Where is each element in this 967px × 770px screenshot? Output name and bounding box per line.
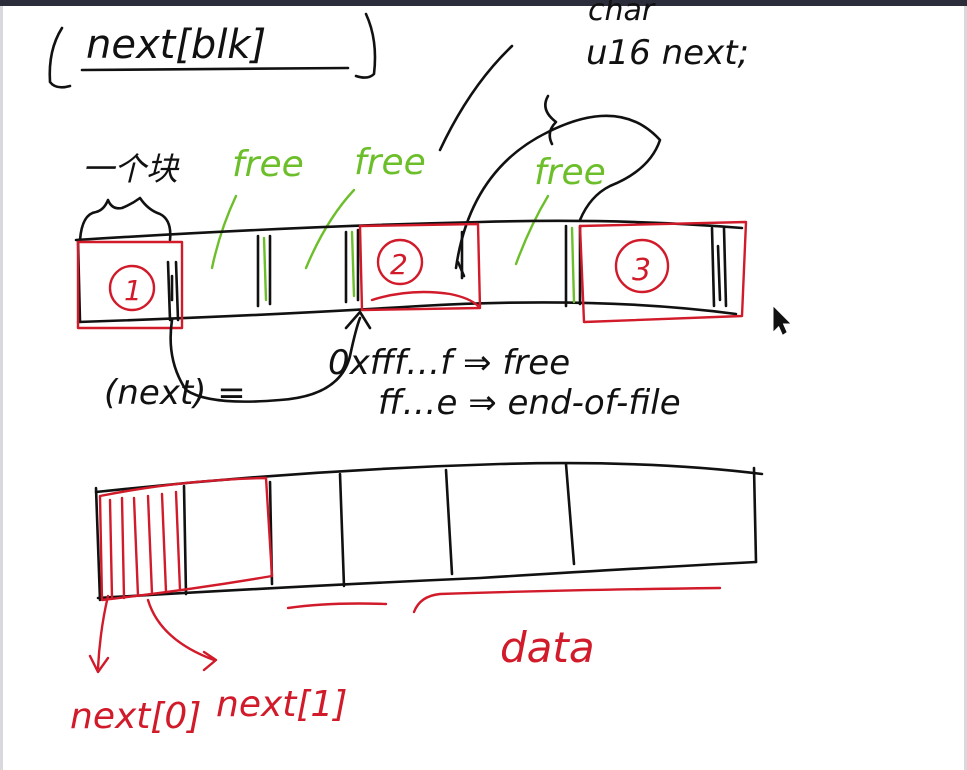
next0-label: next[0] xyxy=(70,696,201,737)
free-slot-2 xyxy=(350,230,356,298)
strip-top-edge xyxy=(74,219,744,242)
block-brace xyxy=(78,196,172,242)
next-link-arrowhead xyxy=(344,310,372,330)
free-slot-3 xyxy=(570,226,576,304)
free-pointer-3 xyxy=(514,194,550,266)
eof-value-label: ff…e ⇒ end-of-file xyxy=(378,383,681,423)
right-window-edge xyxy=(964,6,967,770)
next-table-region xyxy=(98,476,274,602)
data-label: data xyxy=(500,623,595,672)
block-label: 一个块 xyxy=(82,150,180,188)
block-2-scribble xyxy=(370,290,480,308)
pointer-curve-long xyxy=(454,114,662,270)
block-1-next-slot xyxy=(166,260,180,322)
window-top-bar xyxy=(0,0,967,6)
free-slot-1-edge xyxy=(256,234,272,308)
block-2-next-mark xyxy=(456,260,466,278)
block-2-number: 2 xyxy=(390,248,408,281)
data-brace-left xyxy=(286,602,388,610)
next1-arrow xyxy=(146,598,218,672)
next-table-hatch xyxy=(108,490,182,600)
block-3-next-slot xyxy=(710,226,728,308)
free-value-label: 0xfff…f ⇒ free xyxy=(328,343,570,383)
left-window-edge xyxy=(0,6,3,770)
free-label-2: free xyxy=(354,142,426,183)
next0-arrow xyxy=(88,594,110,674)
next1-label: next[1] xyxy=(216,684,347,725)
block-3-box xyxy=(578,220,748,324)
disk-strip-bottom xyxy=(96,560,758,600)
code-line-partial: char xyxy=(588,0,656,28)
free-pointer-2 xyxy=(304,188,356,270)
disk-divider-5 xyxy=(564,462,576,566)
block-1-number: 1 xyxy=(124,274,142,307)
title-box-left-bracket xyxy=(48,26,72,89)
next-eq-label: (next) = xyxy=(104,373,246,413)
title-underline xyxy=(80,66,350,72)
code-line: u16 next; xyxy=(586,33,749,73)
block-2-box xyxy=(358,222,482,312)
disk-strip-right xyxy=(752,466,758,564)
mouse-cursor-icon xyxy=(773,306,791,335)
disk-strip-top xyxy=(94,461,764,494)
title-box-text: next[blk] xyxy=(86,22,266,68)
block-3-number: 3 xyxy=(632,253,651,288)
pointer-curve-top xyxy=(438,44,514,152)
strip-bottom-edge xyxy=(76,301,738,324)
free-slot-1 xyxy=(262,236,268,302)
next-link-arrow xyxy=(169,316,362,403)
free-label-3: free xyxy=(534,152,606,193)
disk-divider-1 xyxy=(182,484,188,596)
free-slot-2-edge xyxy=(344,228,360,304)
disk-strip-left xyxy=(94,486,102,602)
disk-divider-4 xyxy=(444,468,454,576)
free-label-1: free xyxy=(232,144,304,185)
block-1-circle xyxy=(108,264,156,312)
block-3-next-fill xyxy=(716,244,722,302)
block-2-circle xyxy=(376,238,424,286)
disk-divider-3 xyxy=(338,472,346,588)
title-box-right-bracket xyxy=(354,12,377,79)
block-1-box xyxy=(76,240,184,330)
pointer-curve-small xyxy=(544,94,558,146)
data-brace-right xyxy=(412,586,722,614)
block-3-circle xyxy=(614,238,670,294)
